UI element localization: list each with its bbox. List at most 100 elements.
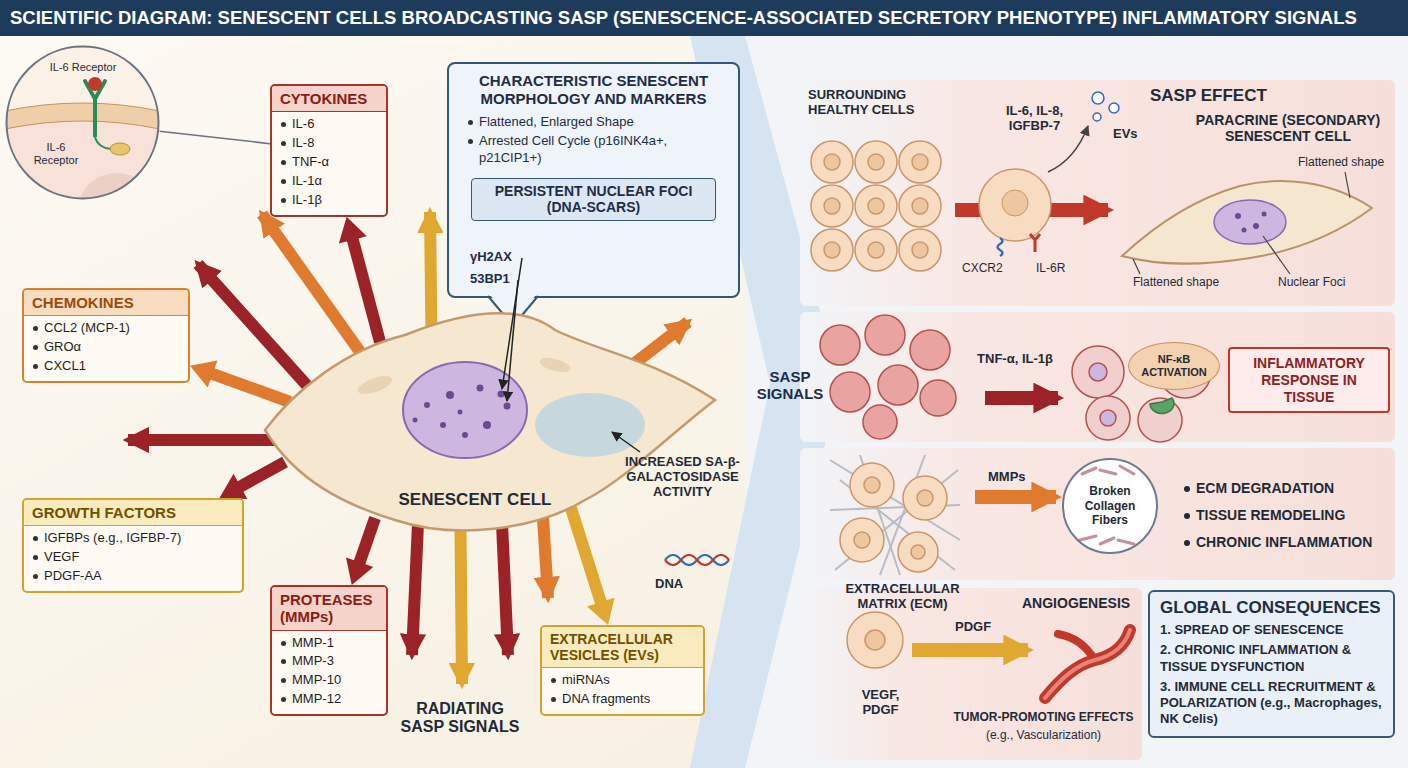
healthy-cell	[855, 185, 897, 227]
list-item: miRNAs	[542, 671, 703, 690]
angiogenesis-cell	[847, 612, 903, 668]
list-item: MMP-12	[272, 690, 386, 709]
ecm-fibers	[830, 455, 960, 575]
annotation: Nuclear Foci	[1278, 276, 1345, 290]
healthy-cell	[912, 154, 928, 170]
senescent-cell-shape	[458, 410, 463, 415]
bullet-item: CHRONIC INFLAMMATION	[1182, 534, 1372, 550]
signal-arrow	[160, 131, 270, 143]
box-heading: EXTRACELLULAR VESICLES (EVs)	[542, 627, 703, 668]
receptor-inset-shape	[93, 99, 97, 137]
effect-panel	[800, 312, 1395, 442]
receptor-label: IL-6 Receptor	[43, 61, 123, 74]
senescent-cell-shape	[446, 391, 454, 399]
title-bar: SCIENTIFIC DIAGRAM: SENESCENT CELLS BROA…	[0, 0, 1408, 36]
ecm-cell	[850, 463, 894, 507]
signal-label: MMPs	[988, 470, 1026, 485]
annotation: (e.g., Vascularization)	[945, 729, 1142, 743]
effect-panel	[800, 80, 1395, 760]
bullet-item: ECM DEGRADATION	[1182, 480, 1334, 496]
signalling-cell	[979, 169, 1051, 241]
healthy-cell	[811, 141, 853, 183]
list-item: TNF-α	[272, 153, 386, 172]
annotation: Flattened shape	[1298, 156, 1384, 170]
signal-arrow	[190, 360, 290, 402]
receptor-inset-shape	[7, 47, 159, 199]
senescent-cell-shape	[440, 422, 446, 428]
inflamed-cell	[865, 315, 905, 355]
inflamed-cell	[920, 380, 956, 416]
activation-blob: NF-κB ACTIVATION	[1128, 342, 1220, 390]
signalling-cell	[1109, 103, 1119, 113]
list-item: GROα	[24, 338, 188, 357]
list-item: IL-1β	[272, 191, 386, 210]
blood-vessel	[1058, 634, 1095, 660]
secondary-senescent-cell	[1253, 223, 1259, 229]
receptor-label: CXCR2	[962, 262, 1003, 276]
inflamed-cell	[820, 315, 956, 439]
secondary-senescent-cell	[1133, 259, 1140, 274]
ecm-cell	[903, 476, 947, 520]
section-label: RADIATING SASP SIGNALS	[395, 700, 525, 737]
annotation: TUMOR-PROMOTING EFFECTS	[945, 711, 1142, 725]
inflamed-cell	[820, 325, 860, 365]
inflamed-cell	[878, 365, 918, 405]
box-heading: PROTEASES (MMPs)	[272, 587, 386, 631]
receptor-inset: IL-6 ReceptorIL-6 Receptor	[5, 45, 160, 200]
ecm-cell	[840, 463, 947, 572]
blood-vessel	[1045, 630, 1130, 698]
healthy-cell	[824, 154, 840, 170]
marker-label: γH2AX	[470, 250, 512, 265]
secondary-senescent-cell	[1122, 172, 1372, 274]
senescent-cell-shape	[498, 391, 505, 398]
responding-cell	[1100, 410, 1116, 426]
signal-label: EVs	[1113, 127, 1138, 142]
list-item: Flattened, Enlarged Shape	[459, 113, 728, 132]
collagen-label: Broken Collagen Fibers	[1074, 484, 1146, 527]
signalling-cell	[998, 238, 1003, 256]
receptor-inset-shape	[5, 45, 160, 200]
signal-label: VEGF, PDGF	[843, 688, 918, 718]
category-box: CHEMOKINESCCL2 (MCP-1)GROαCXCL1	[22, 288, 190, 383]
list-item: 2. CHRONIC INFLAMMATION & TISSUE DYSFUNC…	[1160, 642, 1383, 675]
angiogenesis-cell	[865, 630, 885, 650]
annotation: Flattened shape	[1133, 276, 1219, 290]
ecm-cell	[864, 477, 880, 493]
senescent-cell-shape	[413, 418, 418, 423]
section-label: EXTRACELLULAR MATRIX (ECM)	[840, 582, 965, 612]
effect-arrow	[912, 643, 1028, 657]
inflamed-cell	[910, 330, 950, 370]
right-ground	[745, 36, 1408, 768]
signal-arrow	[570, 505, 615, 625]
ecm-cell	[840, 518, 884, 562]
signal-label: PDGF	[955, 620, 991, 635]
signal-arrow	[359, 518, 375, 563]
ecm-cell	[911, 545, 925, 559]
outcome-label: INFLAMMATORY RESPONSE IN TISSUE	[1238, 355, 1380, 405]
angiogenesis-cell	[847, 612, 903, 668]
healthy-cell	[899, 185, 941, 227]
signal-arrow	[339, 217, 380, 342]
list-item: MMP-10	[272, 671, 386, 690]
senescent-cell-shape	[535, 393, 645, 457]
senescent-cell-shape	[612, 432, 640, 452]
senescent-cell-shape	[504, 403, 511, 410]
collagen-fibers	[1080, 536, 1134, 544]
cell-label: SENESCENT CELL	[380, 490, 570, 510]
list-item: 3. IMMUNE CELL RECRUITMENT & POLARIZATIO…	[1160, 679, 1383, 728]
category-box: EXTRACELLULAR VESICLES (EVs)miRNAsDNA fr…	[540, 625, 705, 716]
receptor-inset-shape	[5, 103, 160, 129]
arrow-head	[587, 598, 614, 625]
healthy-cell	[868, 154, 884, 170]
activation-label: NF-κB ACTIVATION	[1135, 353, 1213, 379]
box-heading: GLOBAL CONSEQUENCES	[1160, 598, 1383, 618]
effect-panel	[800, 448, 1395, 580]
senescent-cell-shape	[483, 421, 491, 429]
list-item: IL-1α	[272, 172, 386, 191]
signalling-cell	[1093, 113, 1101, 121]
list-item: MMP-1	[272, 634, 386, 653]
signalling-cell	[1030, 234, 1040, 252]
senescent-cell-shape	[507, 280, 518, 401]
